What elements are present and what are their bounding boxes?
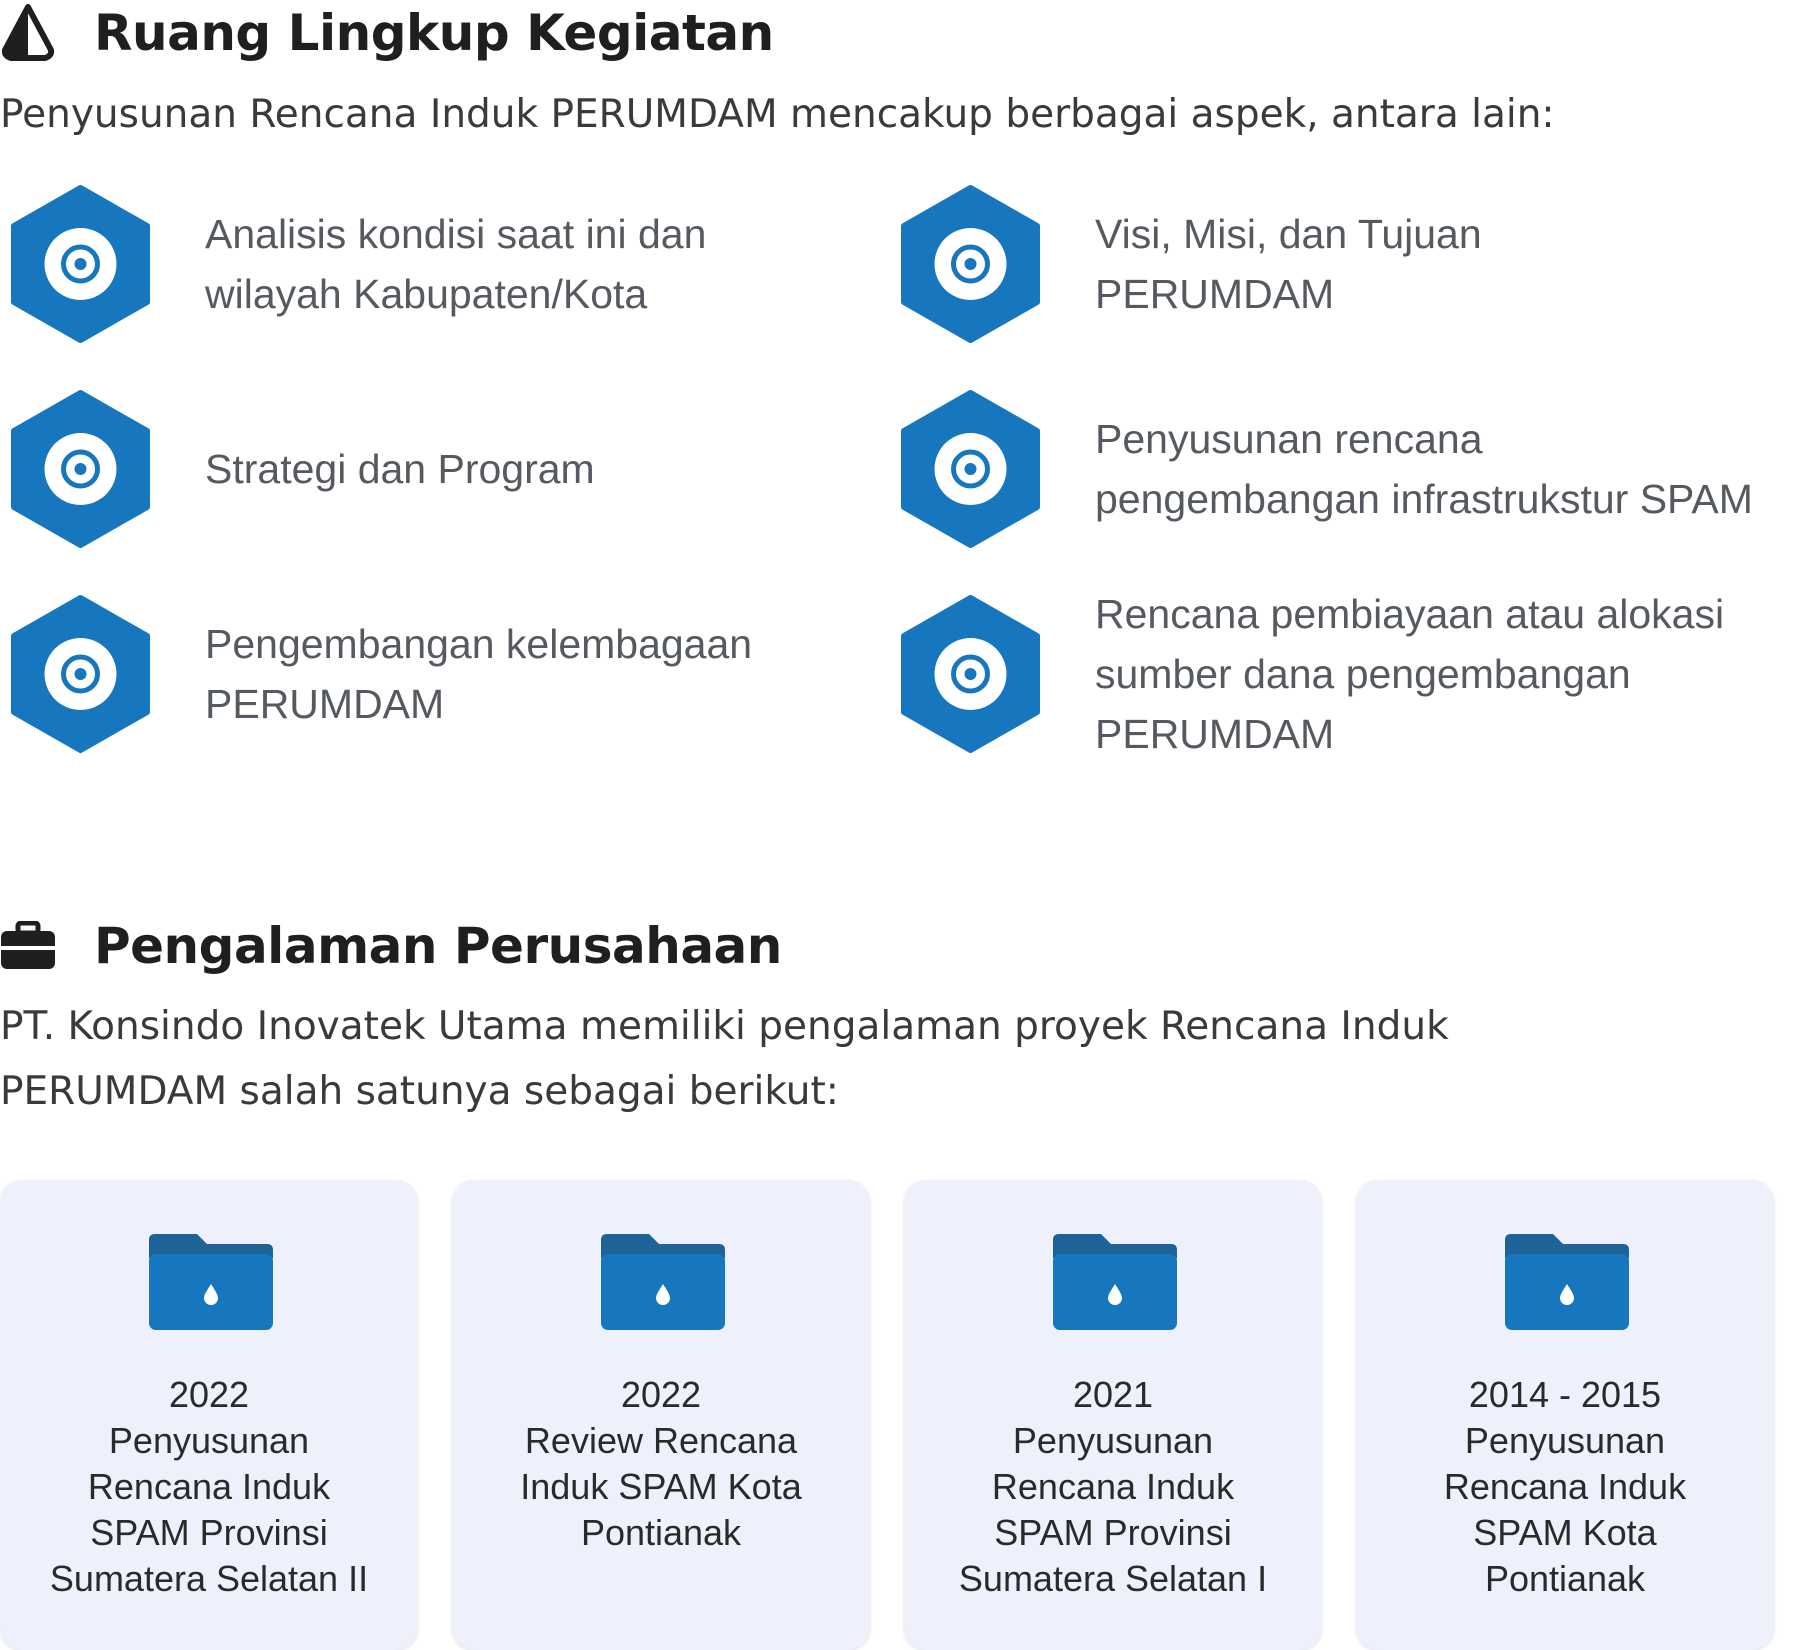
briefcase-icon <box>0 918 56 974</box>
target-icon <box>901 595 1040 753</box>
experience-title: Pengalaman Perusahaan <box>94 917 782 975</box>
target-icon <box>11 185 150 343</box>
target-icon <box>11 390 150 548</box>
project-card: 2021 Penyusunan Rencana Induk SPAM Provi… <box>904 1180 1322 1650</box>
scope-heading: Ruang Lingkup Kegiatan <box>0 4 774 62</box>
scope-item: Pengembangan kelembagaan PERUMDAM <box>0 594 890 764</box>
project-name: Review Rencana Induk SPAM Kota Pontianak <box>520 1420 802 1553</box>
target-icon <box>901 185 1040 343</box>
project-card: 2022 Review Rencana Induk SPAM Kota Pont… <box>452 1180 870 1650</box>
scope-item-text: Analisis kondisi saat ini dan wilayah Ka… <box>205 211 707 317</box>
scope-item-text: Visi, Misi, dan Tujuan PERUMDAM <box>1095 211 1482 317</box>
project-year: 2021 <box>1072 1374 1154 1415</box>
scope-title: Ruang Lingkup Kegiatan <box>94 4 774 62</box>
project-year: 2022 <box>168 1374 250 1415</box>
scope-item-text: Pengembangan kelembagaan PERUMDAM <box>205 621 753 727</box>
scope-item-text: Strategi dan Program <box>205 446 595 492</box>
scope-item-text: Rencana pembiayaan atau alokasi sumber d… <box>1095 591 1725 757</box>
folder-water-icon <box>601 1234 725 1330</box>
experience-intro: PT. Konsindo Inovatek Utama memiliki pen… <box>0 1004 1449 1114</box>
target-icon <box>901 390 1040 548</box>
folder-water-icon <box>149 1234 273 1330</box>
project-name: Penyusunan Rencana Induk SPAM Provinsi S… <box>49 1420 369 1599</box>
experience-heading: Pengalaman Perusahaan <box>0 917 782 975</box>
scope-intro: Penyusunan Rencana Induk PERUMDAM mencak… <box>0 92 1555 137</box>
project-card: 2014 - 2015 Penyusunan Rencana Induk SPA… <box>1356 1180 1774 1650</box>
project-card: 2022 Penyusunan Rencana Induk SPAM Provi… <box>0 1180 418 1650</box>
target-icon <box>11 595 150 753</box>
drop-half-icon <box>0 4 56 61</box>
project-year: 2022 <box>620 1374 702 1415</box>
folder-water-icon <box>1053 1234 1177 1330</box>
project-year: 2014 - 2015 <box>1468 1374 1662 1415</box>
scope-item: Visi, Misi, dan Tujuan PERUMDAM <box>890 184 1780 354</box>
scope-item: Penyusunan rencana pengembangan infrastr… <box>890 389 1780 559</box>
project-name: Penyusunan Rencana Induk SPAM Kota Ponti… <box>1443 1420 1687 1599</box>
project-name: Penyusunan Rencana Induk SPAM Provinsi S… <box>958 1420 1268 1599</box>
folder-water-icon <box>1505 1234 1629 1330</box>
scope-item: Rencana pembiayaan atau alokasi sumber d… <box>890 591 1780 764</box>
scope-item: Strategi dan Program <box>0 389 890 559</box>
scope-item-text: Penyusunan rencana pengembangan infrastr… <box>1095 416 1753 522</box>
scope-item: Analisis kondisi saat ini dan wilayah Ka… <box>0 184 890 354</box>
